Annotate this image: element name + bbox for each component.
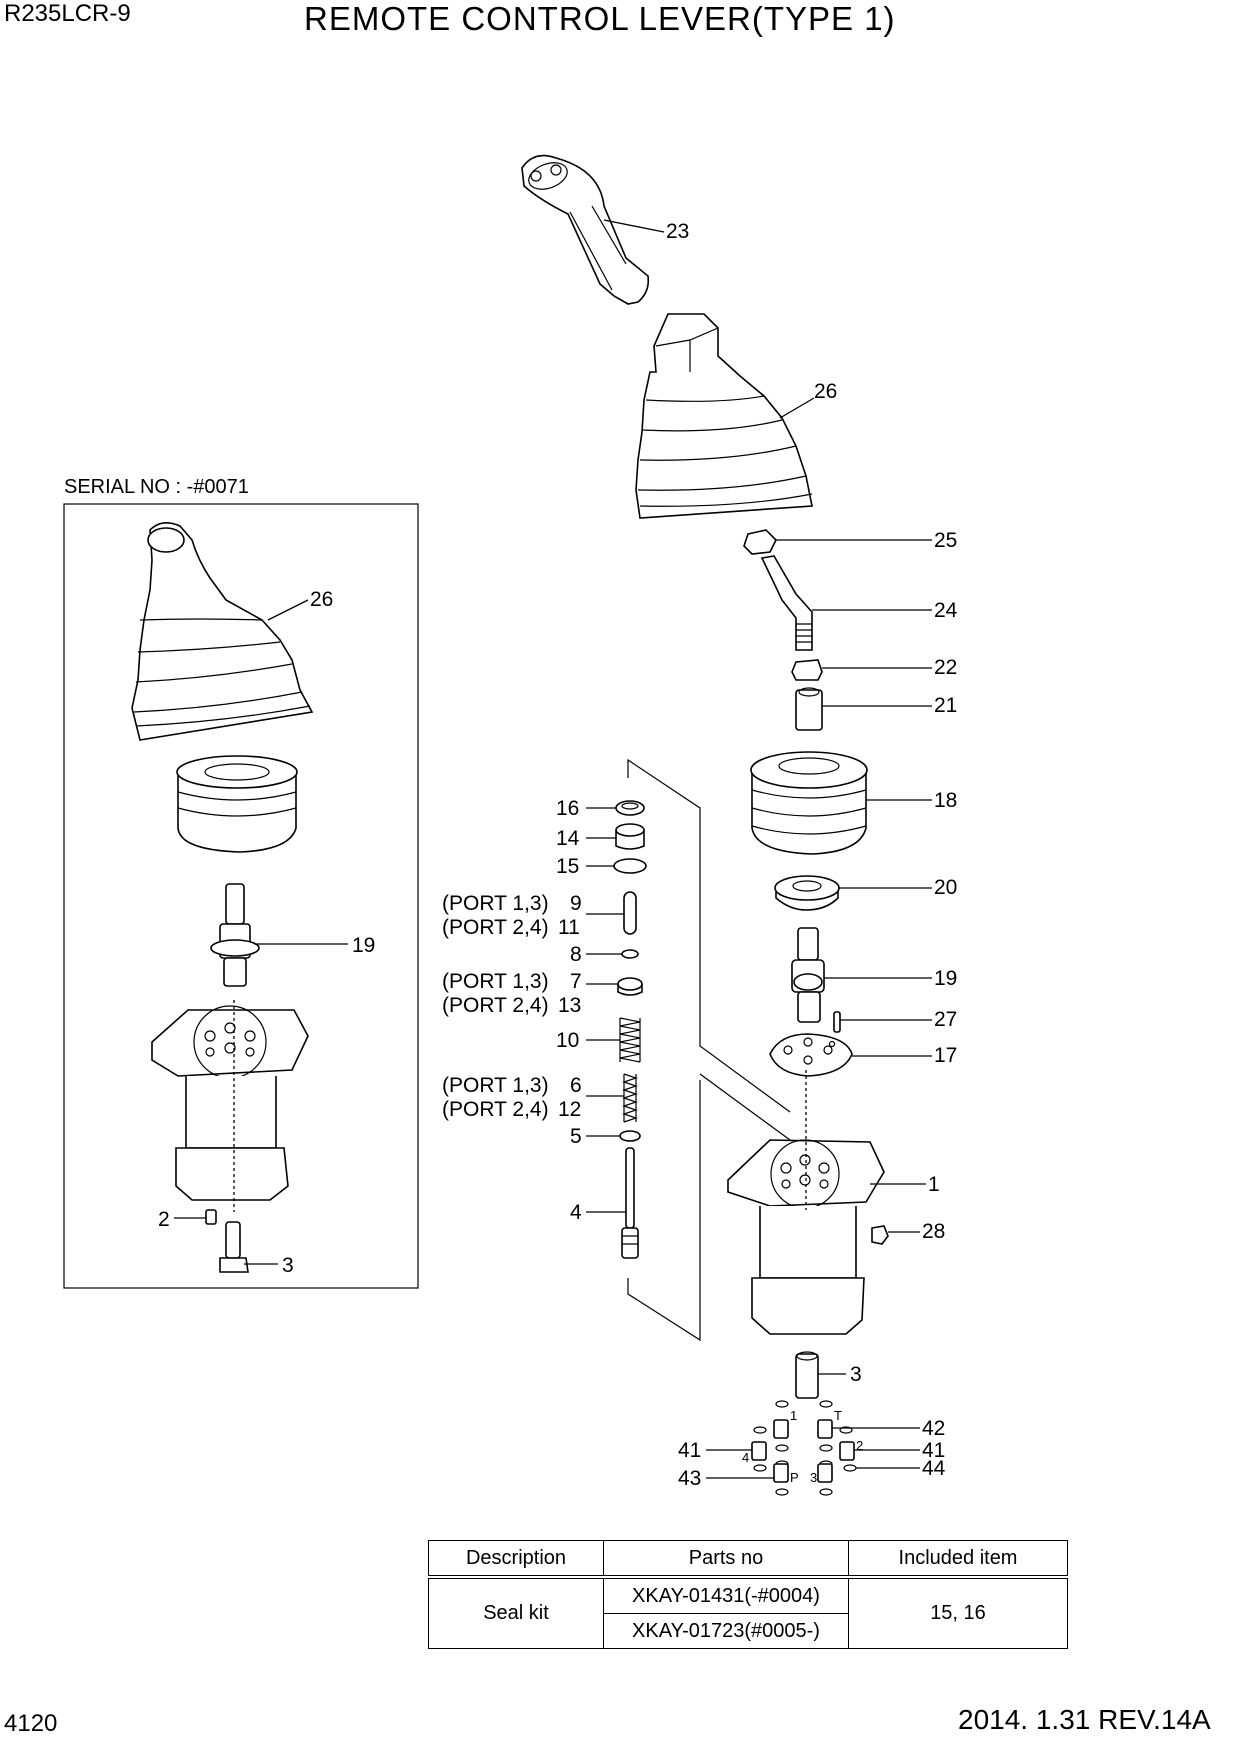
label-24: 24 (934, 599, 958, 622)
table-row: Seal kit XKAY-01431(-#0004) 15, 16 (428, 1576, 1068, 1649)
spring-6-12 (622, 1073, 638, 1123)
inset-casing (151, 1005, 309, 1201)
label-port24-b: (PORT 2,4) (442, 994, 549, 1017)
label-13: 13 (558, 994, 581, 1017)
inset-boot (131, 522, 314, 741)
table-header-included-item: Included item (848, 1540, 1068, 1579)
pipe-3 (795, 1351, 819, 1399)
label-17: 17 (934, 1044, 957, 1067)
table-cell-parts-no: XKAY-01723(#0005-) (603, 1613, 849, 1649)
label-7: 7 (570, 970, 582, 993)
label-port13-c: (PORT 1,3) (442, 1074, 549, 1097)
inset-universal-joint (210, 883, 260, 987)
table-cell-description: Seal kit (428, 1576, 604, 1649)
o-ring-15 (613, 858, 647, 874)
label-14: 14 (556, 827, 580, 850)
inset-dust-cover (176, 755, 298, 853)
label-port24-c: (PORT 2,4) (442, 1098, 549, 1121)
table-row: XKAY-01723(#0005-) (429, 1613, 1068, 1649)
label-3: 3 (850, 1363, 862, 1386)
port-number-2: 2 (856, 1438, 863, 1453)
label-port13-b: (PORT 1,3) (442, 970, 549, 993)
label-22: 22 (934, 656, 957, 679)
table-header-description: Description (428, 1540, 604, 1579)
label-41-right: 41 (922, 1439, 945, 1462)
label-19: 19 (934, 967, 957, 990)
inset-serial-label: SERIAL NO : -#0071 (64, 476, 249, 498)
coupling-21 (795, 687, 823, 731)
port-letter-p: P (790, 1470, 799, 1485)
port-letter-t: T (834, 1408, 842, 1423)
label-26: 26 (814, 380, 837, 403)
inset-frame (63, 503, 419, 1289)
washer-8 (621, 949, 639, 959)
dust-cover-18 (750, 751, 868, 855)
seal-16 (615, 800, 645, 816)
spring-10 (619, 1017, 641, 1063)
lever-boot (635, 313, 813, 519)
plate-20 (774, 875, 840, 911)
spool-4 (621, 1147, 639, 1259)
label-6: 6 (570, 1074, 582, 1097)
label-inset-2: 2 (158, 1208, 170, 1231)
universal-joint-19 (791, 927, 825, 1023)
label-18: 18 (934, 789, 957, 812)
label-27: 27 (934, 1008, 957, 1031)
lever-rod (760, 555, 813, 651)
push-rod-9-11 (623, 891, 637, 935)
plug-28 (871, 1225, 889, 1245)
model-name: R235LCR-9 (4, 0, 131, 27)
label-port13-a: (PORT 1,3) (442, 892, 549, 915)
plug-14 (615, 823, 645, 850)
nut-25 (743, 529, 777, 555)
label-42: 42 (922, 1417, 945, 1440)
label-1: 1 (928, 1173, 940, 1196)
label-20: 20 (934, 876, 957, 899)
label-4: 4 (570, 1201, 582, 1224)
revision-date: 2014. 1.31 REV.14A (958, 1704, 1211, 1735)
port-number-3: 3 (810, 1470, 817, 1485)
label-12: 12 (558, 1098, 581, 1121)
washer-5 (619, 1130, 641, 1142)
label-inset-26: 26 (310, 588, 333, 611)
label-11: 11 (558, 916, 580, 939)
label-25: 25 (934, 529, 957, 552)
label-inset-19: 19 (352, 934, 375, 957)
page-number: 4120 (4, 1710, 58, 1737)
label-23: 23 (666, 220, 689, 243)
label-41-left: 41 (678, 1439, 701, 1462)
plate-17 (769, 1033, 853, 1077)
lever-grip (521, 154, 650, 305)
label-inset-3: 3 (282, 1254, 294, 1277)
label-10: 10 (556, 1029, 579, 1052)
page-title: REMOTE CONTROL LEVER(TYPE 1) (304, 0, 896, 37)
label-9: 9 (570, 892, 582, 915)
label-16: 16 (556, 797, 579, 820)
pin-27 (833, 1011, 841, 1033)
label-28: 28 (922, 1220, 945, 1243)
table-cell-included: 15, 16 (848, 1576, 1068, 1649)
casing-1 (727, 1139, 885, 1335)
label-21: 21 (934, 694, 957, 717)
label-port24-a: (PORT 2,4) (442, 916, 549, 939)
inset-plug-and-bolt (205, 1209, 249, 1273)
label-44: 44 (922, 1457, 946, 1480)
label-5: 5 (570, 1125, 582, 1148)
port-fittings (751, 1400, 857, 1496)
label-43: 43 (678, 1467, 701, 1490)
table-cell-parts-no: XKAY-01431(-#0004) (603, 1576, 849, 1614)
port-number-1: 1 (790, 1408, 797, 1423)
spring-seat-7-13 (617, 977, 643, 996)
seal-kit-table: Description Parts no Included item Seal … (428, 1540, 1068, 1649)
table-header-parts-no: Parts no (603, 1540, 849, 1579)
label-15: 15 (556, 855, 579, 878)
nut-22 (791, 659, 823, 681)
label-8: 8 (570, 943, 582, 966)
port-number-4: 4 (742, 1450, 749, 1465)
